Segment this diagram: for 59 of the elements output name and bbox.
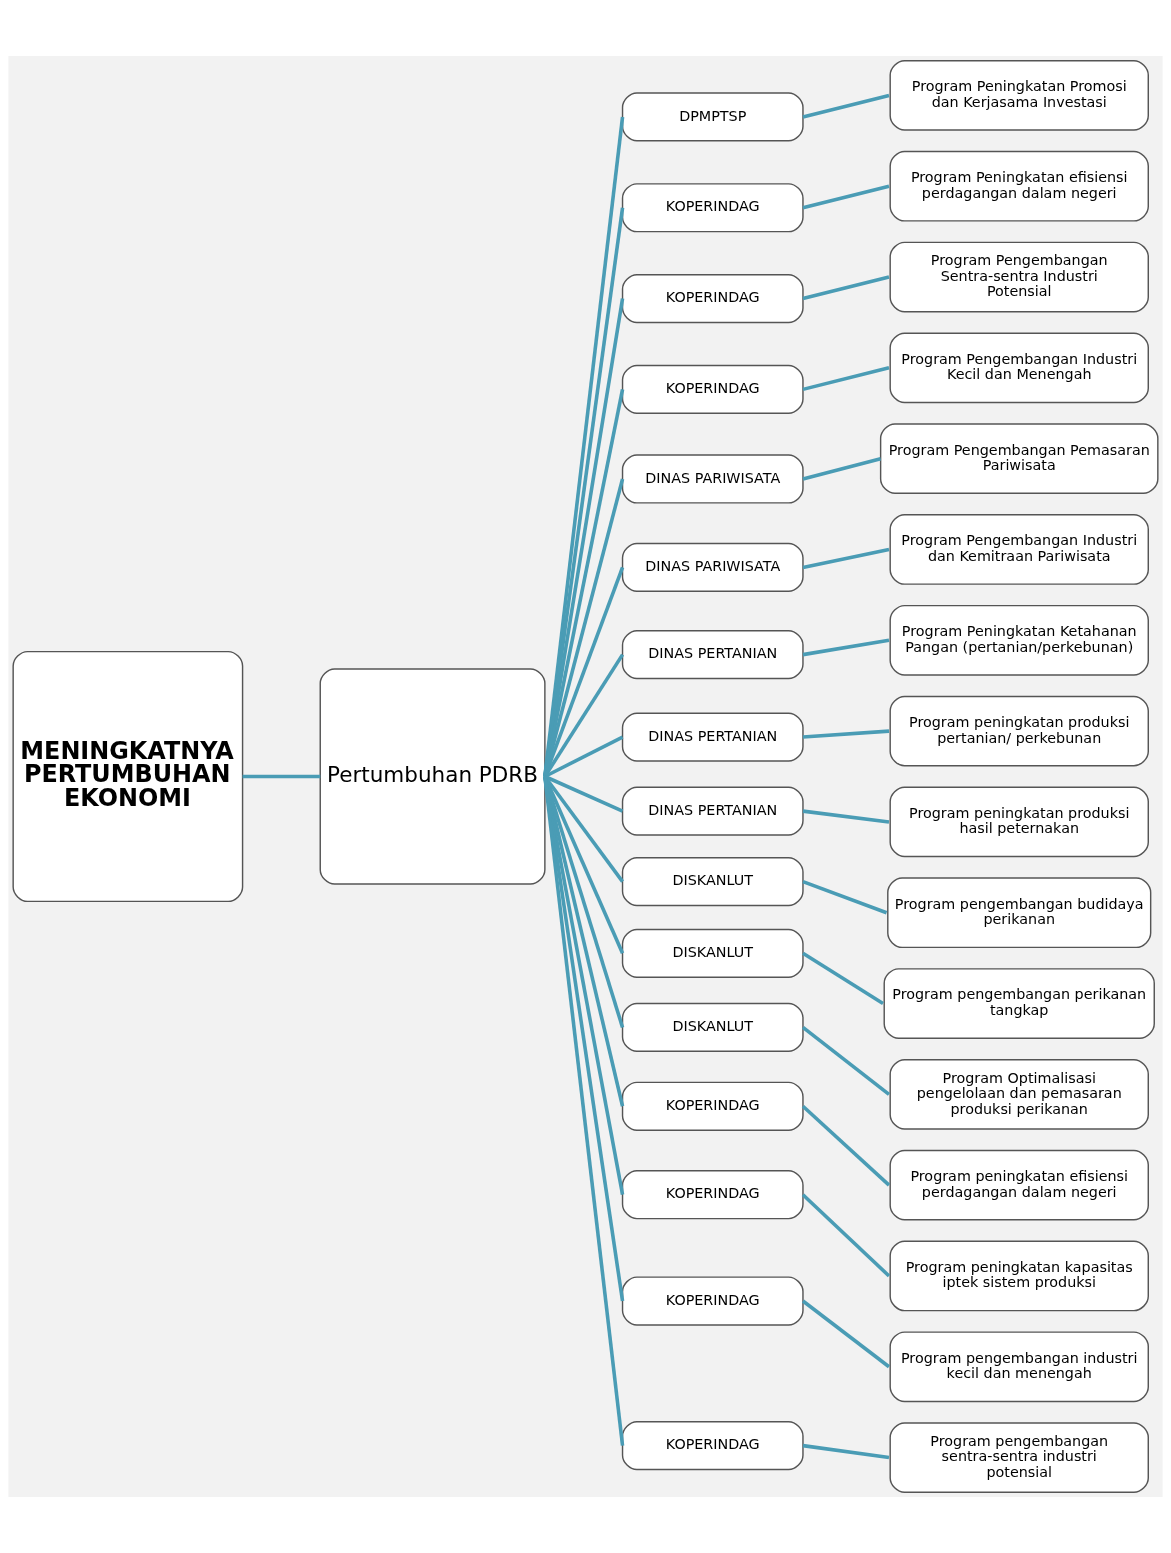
node-box: Program pengembangan sentra-sentra industri potensial	[889, 1422, 1149, 1493]
node-box: KOPERINDAG	[621, 1170, 804, 1220]
node-box: KOPERINDAG	[621, 183, 804, 233]
connector	[544, 735, 624, 779]
node-box: DINAS PERTANIAN	[621, 630, 804, 680]
connector	[543, 776, 625, 1302]
node-box: MENINGKATNYA PERTUMBUHAN EKONOMI	[12, 650, 244, 903]
node-box: Program Pengembangan Pemasaran Pariwisata	[879, 423, 1159, 495]
node-box: KOPERINDAG	[621, 364, 804, 414]
connector	[801, 1104, 891, 1187]
node-box: Program Pengembangan Sentra-sentra Industri Potensial	[889, 241, 1149, 313]
node-box: Program peningkatan efisiensi perdagangan dalam negeri	[889, 1149, 1149, 1221]
node-box: KOPERINDAG	[621, 1276, 804, 1326]
connector	[543, 389, 625, 777]
node-box: DISKANLUT	[621, 857, 804, 907]
connector	[802, 275, 890, 301]
node-box: Program Peningkatan Promosi dan Kerjasama Investasi	[889, 60, 1149, 131]
connector	[802, 809, 890, 824]
node-box: DINAS PERTANIAN	[621, 786, 804, 836]
node-box: DISKANLUT	[621, 928, 804, 978]
node-box: Program Pengembangan Industri dan Kemitraan Pariwisata	[889, 514, 1149, 585]
node-box: Program Peningkatan Ketahanan Pangan (pertanian/perkebunan)	[889, 604, 1149, 676]
connector	[543, 776, 625, 1446]
connector	[802, 1443, 890, 1460]
node-box: Program Pengembangan Industri Kecil dan Menengah	[889, 332, 1149, 404]
node-box: Program Peningkatan efisiensi perdagangan dalam negeri	[889, 150, 1149, 222]
connector	[801, 1299, 891, 1369]
connector	[802, 638, 890, 657]
node-box: Program pengembangan industri kecil dan menengah	[889, 1331, 1149, 1403]
node-box: Program peningkatan produksi pertanian/ perkebunan	[889, 695, 1149, 767]
node-box: DISKANLUT	[621, 1002, 804, 1053]
connector	[801, 1193, 891, 1278]
node-box: Pertumbuhan PDRB	[319, 668, 546, 885]
connector	[802, 184, 890, 210]
connector	[802, 879, 888, 915]
node-box: DINAS PERTANIAN	[621, 712, 804, 762]
node-box: KOPERINDAG	[621, 1081, 804, 1131]
node-box: KOPERINDAG	[621, 273, 804, 324]
node-box: DPMPTSP	[621, 92, 804, 142]
connector	[801, 1026, 891, 1096]
connector	[802, 951, 884, 1006]
connector	[242, 774, 321, 779]
connector	[543, 776, 625, 1107]
node-box: DINAS PARIWISATA	[621, 454, 804, 504]
node-box: Program pengembangan perikanan tangkap	[883, 968, 1155, 1039]
node-box: Program peningkatan produksi hasil peternakan	[889, 786, 1149, 858]
connector	[802, 547, 890, 570]
node-box: Program peningkatan kapasitas iptek sistem produksi	[889, 1240, 1149, 1312]
node-box: Program pengembangan budidaya perikanan	[887, 877, 1152, 949]
connector	[544, 774, 624, 813]
connector	[543, 298, 625, 777]
connector	[802, 93, 890, 119]
node-box: KOPERINDAG	[621, 1421, 804, 1471]
connector	[543, 776, 625, 1196]
connector	[802, 729, 890, 739]
connector	[802, 456, 882, 481]
node-box: DINAS PARIWISATA	[621, 542, 804, 592]
node-box: Program Optimalisasi pengelolaan dan pemasaran produksi perikanan	[889, 1058, 1149, 1130]
connector	[802, 366, 890, 392]
